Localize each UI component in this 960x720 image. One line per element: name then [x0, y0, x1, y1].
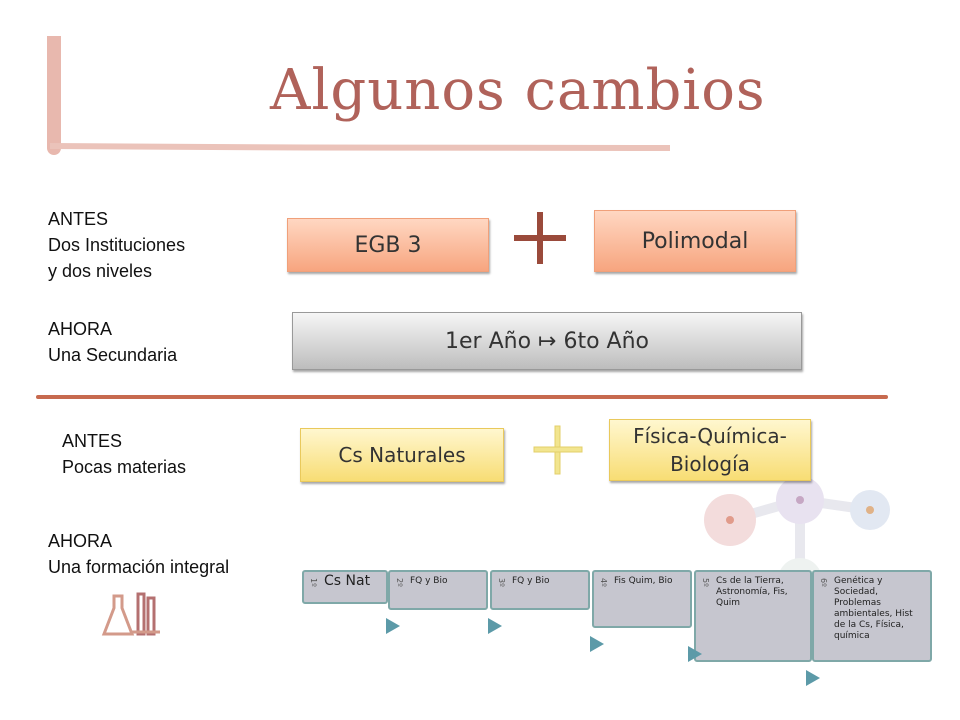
- fisica-line-2: Biología: [670, 452, 750, 476]
- step-label: FQ y Bio: [512, 576, 550, 586]
- arrow-right-icon: [590, 636, 604, 652]
- egb3-box[interactable]: EGB 3: [287, 218, 489, 272]
- antes-label: ANTES: [48, 209, 109, 229]
- step-number: 5º: [701, 578, 710, 587]
- step-label: FQ y Bio: [410, 576, 448, 586]
- step-box-2[interactable]: 2º FQ y Bio: [388, 570, 488, 610]
- step-label: Cs de la Tierra, Astronomía, Fis, Quim: [716, 576, 788, 608]
- step-box-3[interactable]: 3º FQ y Bio: [490, 570, 590, 610]
- arrow-right-icon: [386, 618, 400, 634]
- arrow-right-icon: [488, 618, 502, 634]
- step-number: 2º: [395, 578, 404, 587]
- fisica-quimica-biologia-box[interactable]: Física-Química- Biología: [609, 419, 811, 481]
- step-box-4[interactable]: 4º Fis Quim, Bio: [592, 570, 692, 628]
- slide-title: Algunos cambios: [270, 58, 766, 123]
- step-label: Genética y Sociedad, Problemas ambiental…: [834, 576, 913, 641]
- step-label: Cs Nat: [324, 573, 371, 589]
- step-box-1[interactable]: 1º Cs Nat: [302, 570, 388, 604]
- arrow-right-icon: [688, 646, 702, 662]
- section-divider: [36, 395, 888, 399]
- ahora2-label: AHORA: [48, 531, 113, 551]
- antes2-label: ANTES: [62, 431, 123, 451]
- ahora-label: AHORA: [48, 319, 113, 339]
- arrow-right-icon: [806, 670, 820, 686]
- step-box-5[interactable]: 5º Cs de la Tierra, Astronomía, Fis, Qui…: [694, 570, 812, 662]
- antes-line-3: y dos niveles: [48, 261, 153, 281]
- step-number: 4º: [599, 578, 608, 587]
- polimodal-box[interactable]: Polimodal: [594, 210, 796, 272]
- title-frame-decoration: [47, 36, 671, 155]
- step-number: 6º: [819, 578, 828, 587]
- step-number: 3º: [497, 578, 506, 587]
- lab-flask-icon: [101, 592, 160, 636]
- antes-line-2: Dos Instituciones: [48, 235, 186, 255]
- ahora2-line-2: Una formación integral: [48, 557, 230, 577]
- ahora-line-2: Una Secundaria: [48, 345, 178, 365]
- plus-sign-light: [532, 424, 584, 480]
- anios-box[interactable]: 1er Año ↦ 6to Año: [292, 312, 802, 370]
- fisica-line-1: Física-Química-: [633, 424, 787, 448]
- antes2-line-2: Pocas materias: [62, 457, 187, 477]
- step-label: Fis Quim, Bio: [614, 576, 673, 586]
- step-box-6[interactable]: 6º Genética y Sociedad, Problemas ambien…: [812, 570, 932, 662]
- step-number: 1º: [309, 578, 318, 587]
- cs-naturales-box[interactable]: Cs Naturales: [300, 428, 504, 482]
- plus-sign-dark: [512, 210, 568, 270]
